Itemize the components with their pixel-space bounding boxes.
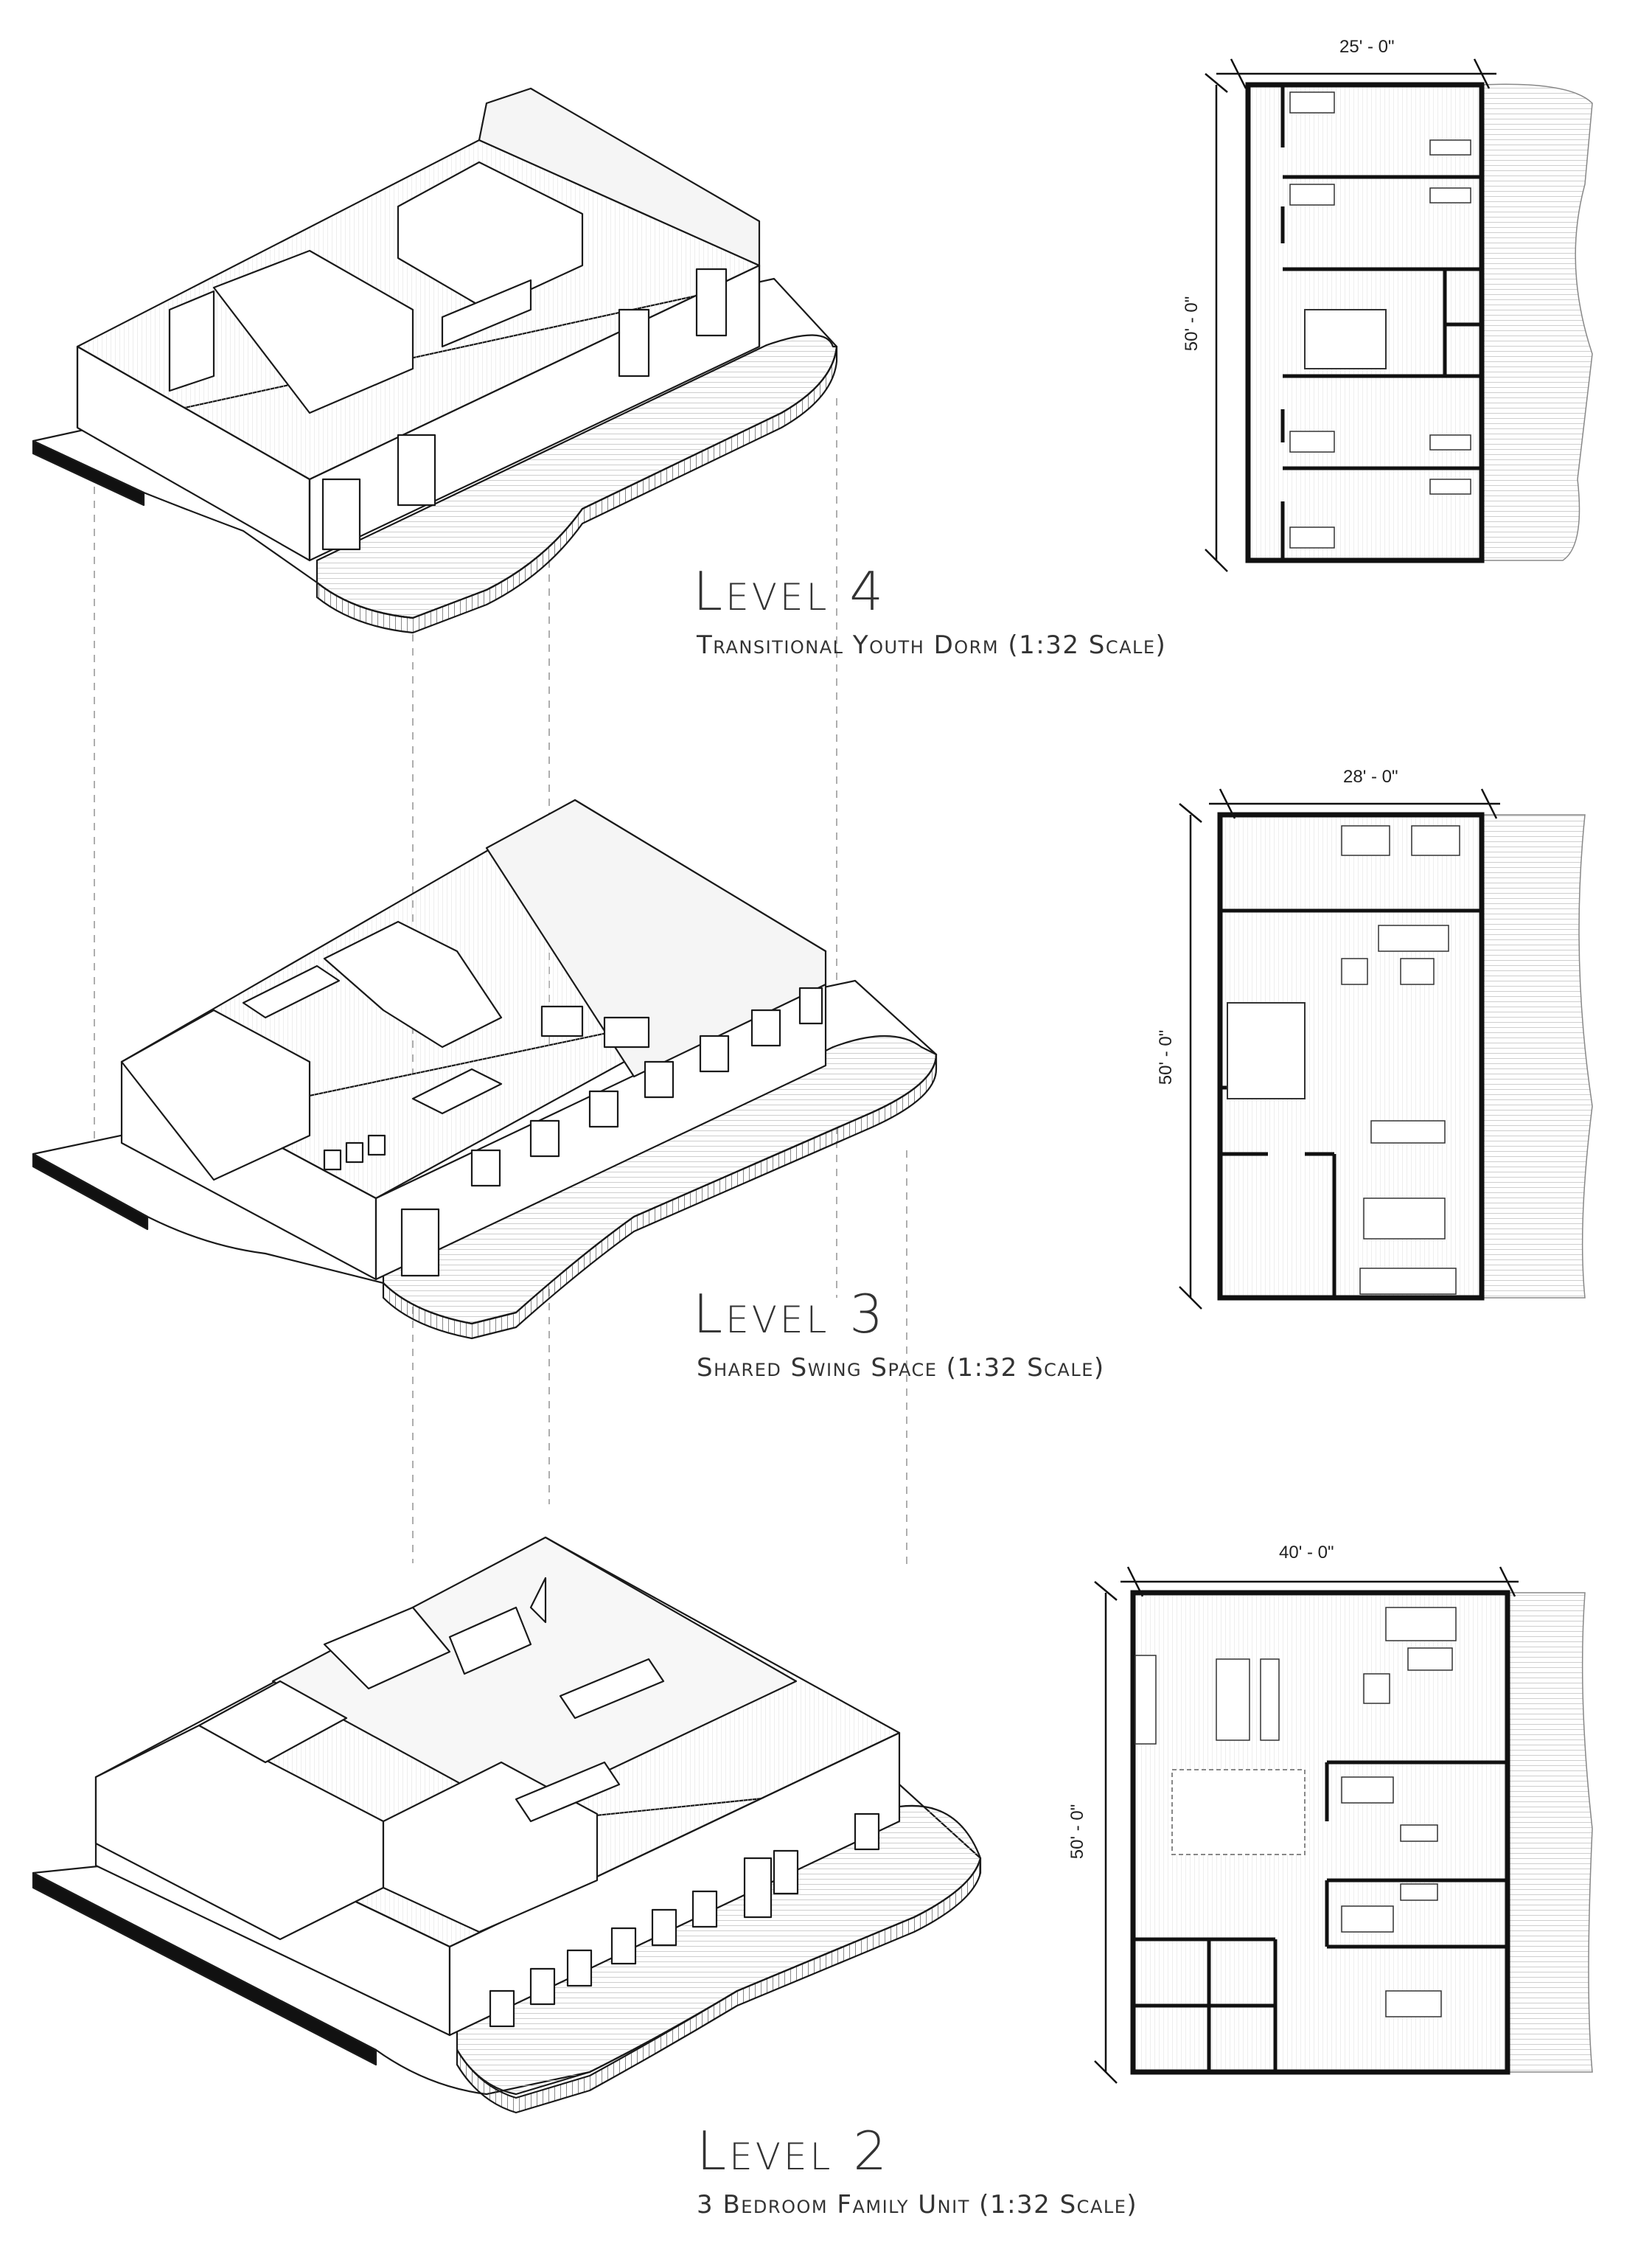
level-3-floor-plan [1179, 788, 1593, 1310]
level-3-width-dimension: 28' - 0" [1343, 767, 1398, 787]
level-2-width-dimension: 40' - 0" [1279, 1543, 1334, 1563]
level-4-title: Level 4 [693, 560, 887, 622]
level-3-subtitle: Shared Swing Space (1:32 Scale) [697, 1353, 1105, 1383]
level-2-floor-plan [1094, 1566, 1593, 2084]
level-2-axonometric [32, 1536, 982, 2114]
level-4-axonometric [32, 87, 838, 634]
level-3-axonometric [32, 799, 938, 1340]
level-4-subtitle: Transitional Youth Dorm (1:32 Scale) [697, 630, 1167, 660]
level-2-subtitle: 3 Bedroom Family Unit (1:32 Scale) [697, 2190, 1138, 2220]
level-3-title: Level 3 [693, 1283, 887, 1345]
level-3-depth-dimension: 50' - 0" [1156, 1029, 1177, 1085]
level-4-width-dimension: 25' - 0" [1339, 37, 1395, 57]
level-4-depth-dimension: 50' - 0" [1182, 296, 1202, 352]
level-2-title: Level 2 [697, 2120, 891, 2182]
level-2-depth-dimension: 50' - 0" [1067, 1804, 1088, 1860]
level-4-floor-plan [1205, 58, 1593, 572]
